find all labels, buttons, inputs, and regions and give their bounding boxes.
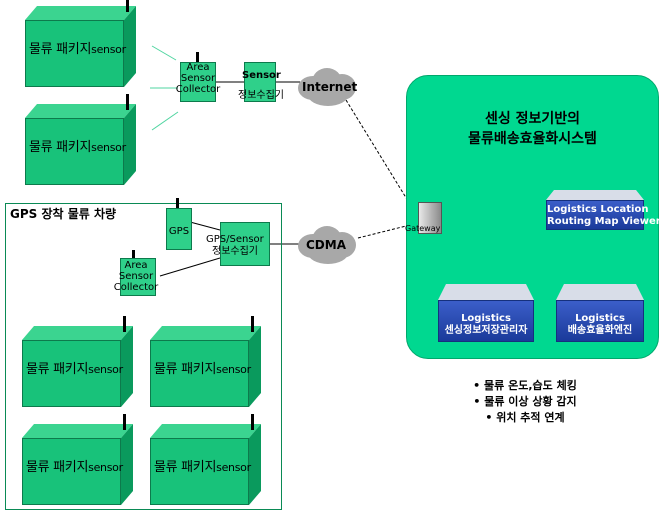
- antenna-icon: [196, 52, 199, 62]
- package-label: 물류 패키지: [29, 42, 91, 57]
- gateway-label: Gateway: [405, 224, 440, 233]
- sensor-label: sensor: [91, 141, 126, 154]
- antenna-icon: [126, 94, 129, 110]
- info-collector-line2: 정보수집기: [238, 90, 284, 101]
- package-box: 물류 패키지sensor: [22, 424, 133, 505]
- gps-collector-line2: 정보수집기: [212, 246, 258, 257]
- viewer-line1: Logistics Location: [547, 204, 643, 216]
- package-label: 물류 패키지: [26, 362, 88, 377]
- sensor-label: sensor: [88, 363, 123, 376]
- sensor-label: sensor: [91, 43, 126, 56]
- wireless-link: [152, 46, 176, 60]
- system-title-line1: 센싱 정보기반의: [406, 108, 659, 128]
- package-label: 물류 패키지: [29, 140, 91, 155]
- feature-item: • 물류 온도,습도 체킹: [450, 378, 600, 394]
- wireless-link: [152, 112, 178, 130]
- package-box: 물류 패키지sensor: [150, 326, 261, 407]
- internet-label: Internet: [302, 80, 357, 94]
- antenna-icon: [251, 316, 254, 332]
- sensor-label: sensor: [88, 461, 123, 474]
- cdma-label: CDMA: [306, 238, 346, 252]
- gps-vehicle-title: GPS 장착 물류 차량: [10, 205, 116, 222]
- engine-line1: Logistics: [557, 313, 643, 325]
- package-box: 물류 패키지sensor: [25, 6, 136, 87]
- antenna-icon: [123, 414, 126, 430]
- package-label: 물류 패키지: [154, 362, 216, 377]
- engine-line2: 배송효율화엔진: [557, 325, 643, 337]
- antenna-icon: [126, 0, 129, 12]
- system-title-line2: 물류배송효율화시스템: [406, 128, 659, 148]
- viewer-line2: Routing Map Viewer: [547, 216, 643, 228]
- package-label: 물류 패키지: [26, 460, 88, 475]
- sensor-label: sensor: [216, 461, 251, 474]
- package-box: 물류 패키지sensor: [25, 104, 136, 185]
- gps-collector-line1: GPS/Sensor: [206, 234, 264, 245]
- info-collector-line1: Sensor: [242, 70, 281, 81]
- antenna-icon: [123, 316, 126, 332]
- feature-list: • 물류 온도,습도 체킹 • 물류 이상 상황 감지 • 위치 추적 연계: [450, 378, 600, 426]
- antenna-icon: [251, 414, 254, 430]
- antenna-icon: [176, 198, 179, 208]
- package-label: 물류 패키지: [154, 460, 216, 475]
- feature-item: • 물류 이상 상황 감지: [450, 394, 600, 410]
- storage-line2: 센싱정보저장관리자: [439, 325, 533, 337]
- storage-line1: Logistics: [439, 313, 533, 325]
- feature-item: • 위치 추적 연계: [450, 410, 600, 426]
- package-box: 물류 패키지sensor: [22, 326, 133, 407]
- sensor-label: sensor: [216, 363, 251, 376]
- gps-label: GPS: [168, 226, 190, 237]
- package-box: 물류 패키지sensor: [150, 424, 261, 505]
